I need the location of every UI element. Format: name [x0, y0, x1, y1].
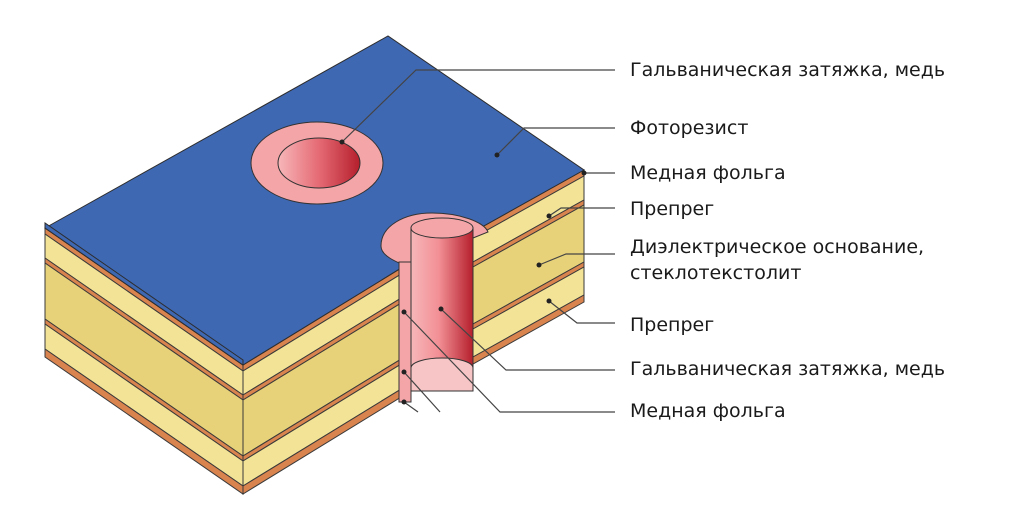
- dot-foil-top: [581, 170, 587, 176]
- left-front-face: [44, 227, 244, 495]
- hole-inner: [277, 137, 361, 189]
- leader-foil-bottom-a: [403, 311, 615, 413]
- label-plating-bottom: Гальваническая затяжка, медь: [630, 358, 946, 380]
- label-plating-top: Гальваническая затяжка, медь: [630, 59, 946, 81]
- leader-lines: [341, 69, 615, 413]
- via-barrel-top: [410, 217, 474, 239]
- leader-plating-top: [341, 69, 615, 143]
- leader-foil-bottom-b: [403, 371, 441, 413]
- label-copper-foil-bottom: Медная фольга: [630, 400, 786, 422]
- dot-photoresist: [494, 152, 500, 158]
- via-left-wall: [398, 261, 412, 403]
- dot-foil-bottom-2: [401, 369, 407, 375]
- label-dielectric-line1: Диэлектрическое основание,: [630, 236, 925, 258]
- label-prepreg-top: Препрег: [630, 198, 715, 220]
- label-photoresist: Фоторезист: [630, 117, 749, 139]
- dot-prepreg-top: [546, 213, 552, 219]
- leader-prepreg-top: [548, 207, 615, 217]
- leader-plating-bottom: [440, 308, 615, 371]
- leader-dots: [339, 139, 587, 405]
- dot-plating-bottom: [438, 306, 444, 312]
- plated-via-cutaway: [380, 212, 489, 403]
- photoresist-edge: [44, 222, 244, 366]
- dot-foil-bottom-3: [401, 399, 407, 405]
- label-dielectric-line2: стеклотекстолит: [630, 262, 802, 284]
- dot-prepreg-bottom: [546, 298, 552, 304]
- leader-prepreg-bottom: [548, 300, 615, 324]
- right-front-face: [242, 169, 585, 495]
- leader-photoresist: [496, 127, 615, 156]
- leader-dielectric: [538, 253, 615, 266]
- label-prepreg-bottom: Препрег: [630, 314, 715, 336]
- dot-plating-top: [339, 139, 345, 145]
- via-bottom-opening: [410, 357, 474, 392]
- dot-dielectric: [536, 262, 542, 268]
- leader-foil-bottom-c: [403, 401, 419, 413]
- plated-hole-top: [250, 121, 384, 205]
- dot-foil-bottom-1: [401, 309, 407, 315]
- label-copper-foil-top: Медная фольга: [630, 162, 786, 184]
- via-barrel: [410, 227, 474, 369]
